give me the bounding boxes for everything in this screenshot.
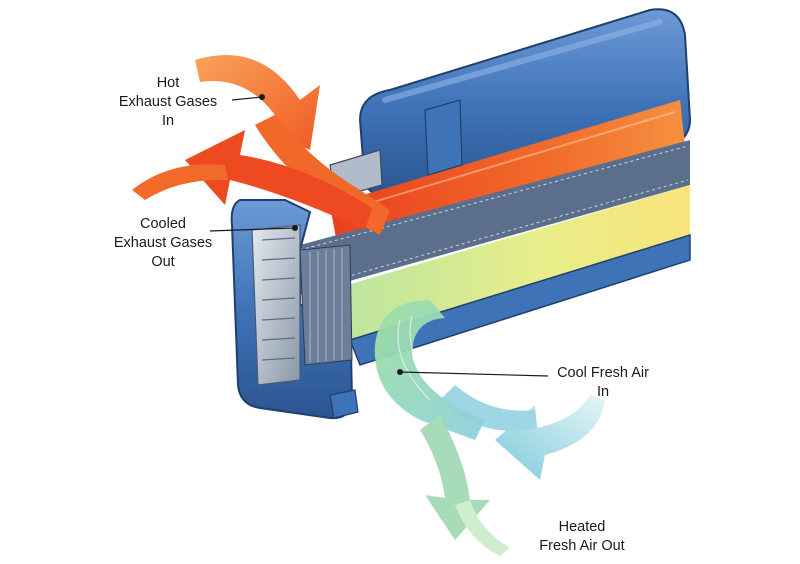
cool-fresh-air-in-label: Cool Fresh Air In [548, 364, 658, 402]
leader-lines [209, 96, 549, 377]
cooled-exhaust-out-label: Cooled Exhaust Gases Out [108, 215, 218, 272]
cooled-label-line1: Cooled [140, 216, 186, 232]
cool-label-line2: In [596, 384, 610, 400]
heated-fresh-air-out-arrow [420, 415, 510, 556]
fresh-air-flow [374, 300, 485, 440]
cooled-label-line3: Out [151, 254, 175, 270]
lower-housing [349, 233, 691, 366]
cool-label-line1: Cool Fresh Air [557, 365, 649, 381]
heated-label-line1: Heated [558, 519, 606, 535]
leader-dot-cooled [292, 225, 298, 231]
leader-dot-cool [397, 369, 403, 375]
front-cutaway-frame [230, 199, 359, 420]
hot-label-line3: In [161, 113, 175, 129]
cool-fresh-air-in-arrow [440, 385, 605, 480]
heated-label-line2: Fresh Air Out [539, 538, 625, 554]
heated-fresh-air-out-label: Heated Fresh Air Out [528, 518, 636, 556]
hot-label-line2: Exhaust Gases [118, 94, 218, 110]
cooled-label-line2: Exhaust Gases [113, 235, 213, 251]
hot-label-line1: Hot [156, 75, 180, 91]
hot-exhaust-in-label: Hot Exhaust Gases In [108, 74, 228, 131]
cooled-exhaust-out-arrow [132, 130, 372, 230]
leader-dot-hot [259, 94, 265, 100]
